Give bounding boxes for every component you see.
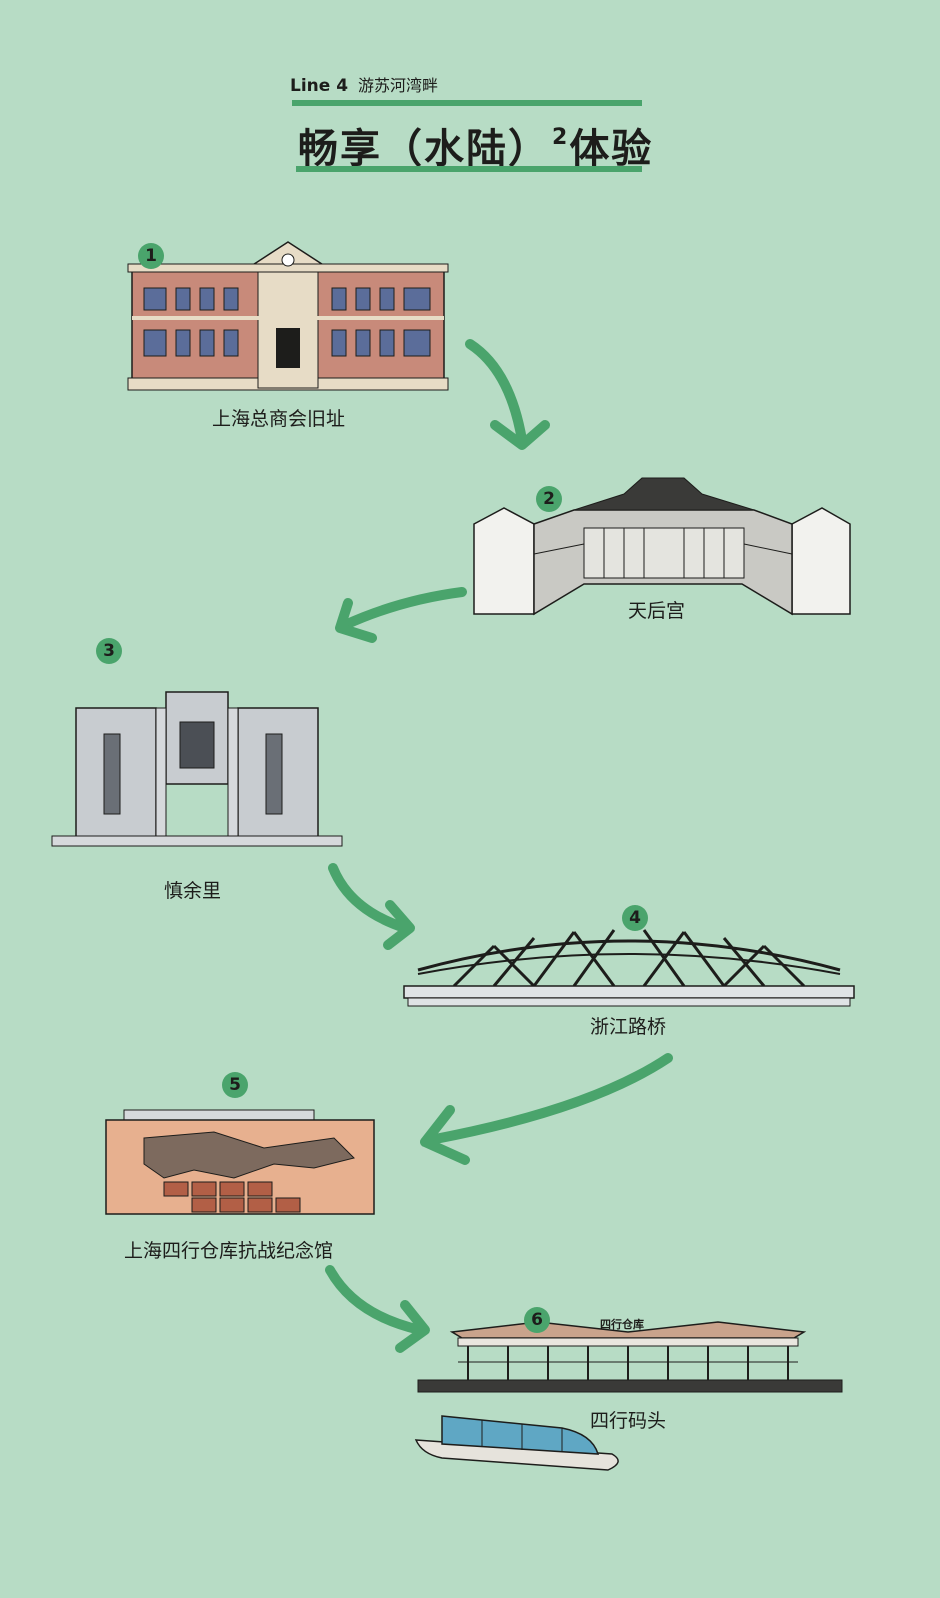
stop-1-number: 1	[138, 243, 164, 269]
arrow-4-5	[425, 1053, 673, 1145]
stop-5-number: 5	[222, 1072, 248, 1098]
line-label: Line 4	[290, 76, 349, 96]
arrow-1-2	[465, 339, 527, 445]
chamber-of-commerce-illustration	[127, 241, 449, 391]
header-line: Line 4 游苏河湾畔	[290, 72, 438, 96]
pier-sign: 四行仓库	[600, 1318, 644, 1331]
shenyu-lane-illustration	[51, 691, 343, 847]
tianhou-temple-illustration	[473, 477, 851, 616]
header-subtitle: 游苏河湾畔	[358, 76, 439, 95]
arrow-5-6-head	[395, 1300, 430, 1353]
ferry-boat-illustration	[414, 1415, 619, 1471]
arrow-2-3-head	[335, 598, 377, 643]
arrow-2-3	[340, 587, 467, 630]
title-main: 畅享（水陆）	[298, 126, 550, 172]
arrow-4-5-head	[420, 1105, 470, 1165]
title-top-bar	[292, 100, 642, 106]
stop-6-number: 6	[524, 1307, 550, 1333]
sihang-warehouse-illustration	[105, 1109, 375, 1215]
title-bottom-bar	[296, 166, 642, 172]
stop-2-label: 天后宫	[628, 600, 686, 622]
arrow-3-4	[328, 863, 410, 933]
stop-4-number: 4	[622, 905, 648, 931]
stop-1-label: 上海总商会旧址	[212, 408, 346, 430]
title-end: 体验	[569, 126, 654, 172]
stop-2-number: 2	[536, 486, 562, 512]
stop-3-number: 3	[96, 638, 122, 664]
arrow-3-4-head	[383, 900, 415, 950]
stop-4-label: 浙江路桥	[590, 1016, 667, 1038]
stop-6-label: 四行码头	[590, 1410, 667, 1432]
arrow-5-6	[325, 1265, 425, 1335]
title-superscript: 2	[552, 125, 570, 150]
zhejiang-road-bridge-illustration	[403, 929, 855, 1007]
stop-5-label: 上海四行仓库抗战纪念馆	[124, 1240, 334, 1262]
page-title: 畅享（水陆）2体验	[298, 108, 653, 179]
arrow-1-2-head	[490, 420, 550, 450]
sihang-pier-illustration	[417, 1321, 843, 1393]
stop-3-label: 慎余里	[164, 880, 222, 902]
